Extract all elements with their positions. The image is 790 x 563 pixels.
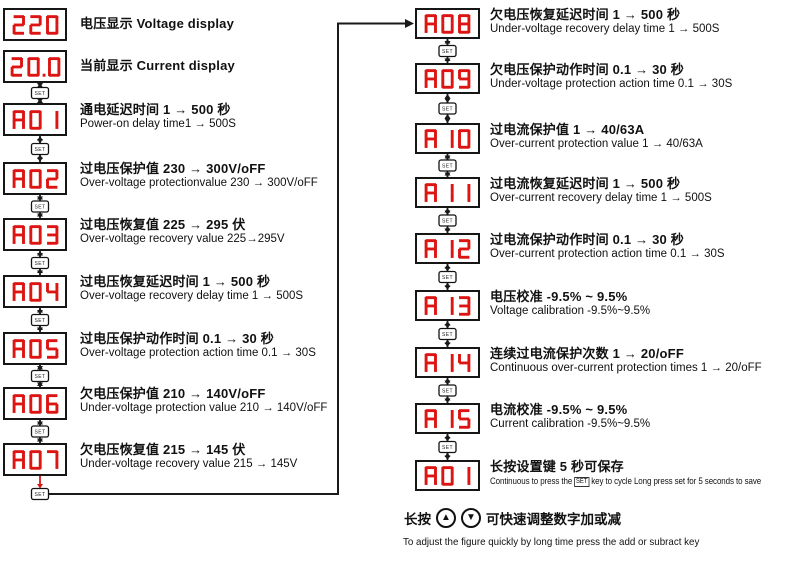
- footer-note-en: To adjust the figure quickly by long tim…: [403, 536, 700, 548]
- label-line1: 过电压恢复延迟时间 1 → 500 秒: [80, 274, 271, 289]
- label-line2: Under-voltage recovery value 215 → 145V: [80, 458, 298, 470]
- label-line1: 过电流保护动作时间 0.1 → 30 秒: [490, 232, 684, 247]
- decrease-key-icon: ▼: [461, 508, 481, 528]
- label-line2: Current calibration -9.5%~9.5%: [490, 418, 651, 430]
- label-line1: 欠电压恢复值 215 → 145 伏: [80, 442, 246, 457]
- seven-segment-display: [415, 177, 480, 208]
- label-line2-pre: Continuous to press the: [490, 475, 575, 486]
- label-line1: 欠电压保护动作时间 0.1 → 30 秒: [490, 62, 684, 77]
- seven-segment-display: [415, 233, 480, 264]
- seven-segment-display: [3, 8, 67, 41]
- label-line1: 过电流恢复延迟时间 1 → 500 秒: [490, 176, 681, 191]
- set-key-icon: SET: [574, 477, 590, 487]
- menu-step-label: 过电压恢复延迟时间 1 → 500 秒 Over-voltage recover…: [80, 274, 303, 304]
- label-line2: Over-current recovery delay time 1 → 500…: [490, 192, 712, 204]
- menu-step-label: 电流校准 -9.5% ~ 9.5% Current calibration -9…: [490, 402, 650, 432]
- label-line2: Over-voltage recovery delay time 1 → 500…: [80, 290, 304, 302]
- menu-step-label: 当前显示 Current display: [80, 58, 235, 73]
- label-line2: Over-voltage protectionvalue 230 → 300V/…: [80, 177, 318, 189]
- set-key-label: SET: [442, 107, 453, 113]
- menu-step-label: 连续过电流保护次数 1 → 20/oFF Continuous over-cur…: [490, 346, 762, 376]
- label-line1: 电压校准 -9.5% ~ 9.5%: [490, 289, 628, 304]
- menu-step-label: 欠电压保护动作时间 0.1 → 30 秒 Under-voltage prote…: [490, 62, 732, 92]
- menu-step-label: 电压显示 Voltage display: [80, 16, 234, 31]
- set-key-label: SET: [442, 49, 453, 55]
- seven-segment-display: [3, 50, 67, 83]
- set-key-label: SET: [35, 205, 46, 211]
- seven-segment-display: [3, 218, 67, 251]
- label-line2: Power-on delay time1 → 500S: [80, 118, 236, 130]
- down-triangle-icon: ▼: [466, 512, 476, 523]
- label-line2: Voltage calibration -9.5%~9.5%: [490, 305, 651, 317]
- increase-key-icon: ▲: [436, 508, 456, 528]
- seven-segment-display: [415, 8, 480, 39]
- label-line1: 长按设置键 5 秒可保存: [490, 459, 624, 474]
- menu-step-label: 长按设置键 5 秒可保存 Continuous to press the SET…: [490, 459, 790, 487]
- set-key-label: SET: [442, 275, 453, 281]
- menu-step-label: 通电延迟时间 1 → 500 秒 Power-on delay time1 → …: [80, 102, 236, 132]
- label-line1: 连续过电流保护次数 1 → 20/oFF: [490, 346, 684, 361]
- seven-segment-display: [415, 123, 480, 154]
- label-line1: 过电压保护动作时间 0.1 → 30 秒: [80, 331, 274, 346]
- label-line2: Over-current protection value 1 → 40/63A: [490, 138, 703, 150]
- label-line2: Continuous over-current protection times…: [490, 362, 762, 374]
- seven-segment-display: [3, 332, 67, 365]
- set-key-label: SET: [35, 147, 46, 153]
- footer-zh-pre: 长按: [404, 512, 431, 527]
- seven-segment-display: [415, 347, 480, 378]
- set-key-label: SET: [442, 445, 453, 451]
- seven-segment-display: [415, 403, 480, 434]
- set-key-label: SET: [35, 492, 46, 498]
- set-key-label: SET: [442, 332, 453, 338]
- seven-segment-display: [3, 387, 67, 420]
- seven-segment-display: [3, 275, 67, 308]
- menu-step-label: 过电流恢复延迟时间 1 → 500 秒 Over-current recover…: [490, 176, 712, 206]
- label-line2: Over-current protection action time 0.1 …: [490, 248, 725, 260]
- footer-zh-post: 可快速调整数字加或减: [486, 512, 621, 527]
- seven-segment-display: [415, 460, 480, 491]
- label-line2: Over-voltage protection action time 0.1 …: [80, 347, 316, 359]
- footer-note-zh: 长按 ▲ ▼ 可快速调整数字加或减: [404, 508, 621, 528]
- label-line2-post: key to cycle Long press set for 5 second…: [589, 475, 762, 486]
- label-line2: Over-voltage recovery value 225→295V: [80, 233, 285, 245]
- label-line1: 电流校准 -9.5% ~ 9.5%: [490, 402, 628, 417]
- seven-segment-display: [3, 443, 67, 476]
- set-key-label: SET: [35, 318, 46, 324]
- label-line2: Under-voltage protection value 210 → 140…: [80, 402, 328, 414]
- menu-step-label: 电压校准 -9.5% ~ 9.5% Voltage calibration -9…: [490, 289, 650, 319]
- menu-step-label: 欠电压恢复值 215 → 145 伏 Under-voltage recover…: [80, 442, 297, 472]
- menu-step-label: 欠电压保护值 210 → 140V/oFF Under-voltage prot…: [80, 386, 327, 416]
- label-line2: Continuous to press the SET key to cycle…: [490, 474, 761, 487]
- label-line2: Under-voltage protection action time 0.1…: [490, 78, 733, 90]
- menu-step-label: 过电压保护值 230 → 300V/oFF Over-voltage prote…: [80, 161, 318, 191]
- seven-segment-display: [415, 63, 480, 94]
- seven-segment-display: [415, 290, 480, 321]
- menu-step-label: 过电压恢复值 225 → 295 伏 Over-voltage recovery…: [80, 217, 285, 247]
- label-line1: 当前显示 Current display: [80, 58, 235, 73]
- label-line1: 过电流保护值 1 → 40/63A: [490, 122, 645, 137]
- up-triangle-icon: ▲: [441, 512, 451, 523]
- label-line1: 通电延迟时间 1 → 500 秒: [80, 102, 231, 117]
- menu-step-label: 过电流保护动作时间 0.1 → 30 秒 Over-current protec…: [490, 232, 725, 262]
- label-line1: 过电压保护值 230 → 300V/oFF: [80, 161, 266, 176]
- label-line1: 欠电压恢复延迟时间 1 → 500 秒: [490, 7, 681, 22]
- menu-step-label: 过电压保护动作时间 0.1 → 30 秒 Over-voltage protec…: [80, 331, 316, 361]
- set-key-label: SET: [442, 164, 453, 170]
- menu-step-label: 过电流保护值 1 → 40/63A Over-current protectio…: [490, 122, 703, 152]
- label-line1: 过电压恢复值 225 → 295 伏: [80, 217, 246, 232]
- label-line1: 欠电压保护值 210 → 140V/oFF: [80, 386, 266, 401]
- seven-segment-display: [3, 162, 67, 195]
- set-key-label: SET: [442, 389, 453, 395]
- set-key-label: SET: [35, 261, 46, 267]
- set-key-label: SET: [35, 430, 46, 436]
- set-key-label: SET: [35, 374, 46, 380]
- set-key-label: SET: [442, 219, 453, 225]
- set-key-label: SET: [35, 91, 46, 97]
- label-line1: 电压显示 Voltage display: [80, 16, 235, 31]
- seven-segment-display: [3, 103, 67, 136]
- label-line2: Under-voltage recovery delay time 1 → 50…: [490, 23, 720, 35]
- menu-step-label: 欠电压恢复延迟时间 1 → 500 秒 Under-voltage recove…: [490, 7, 719, 37]
